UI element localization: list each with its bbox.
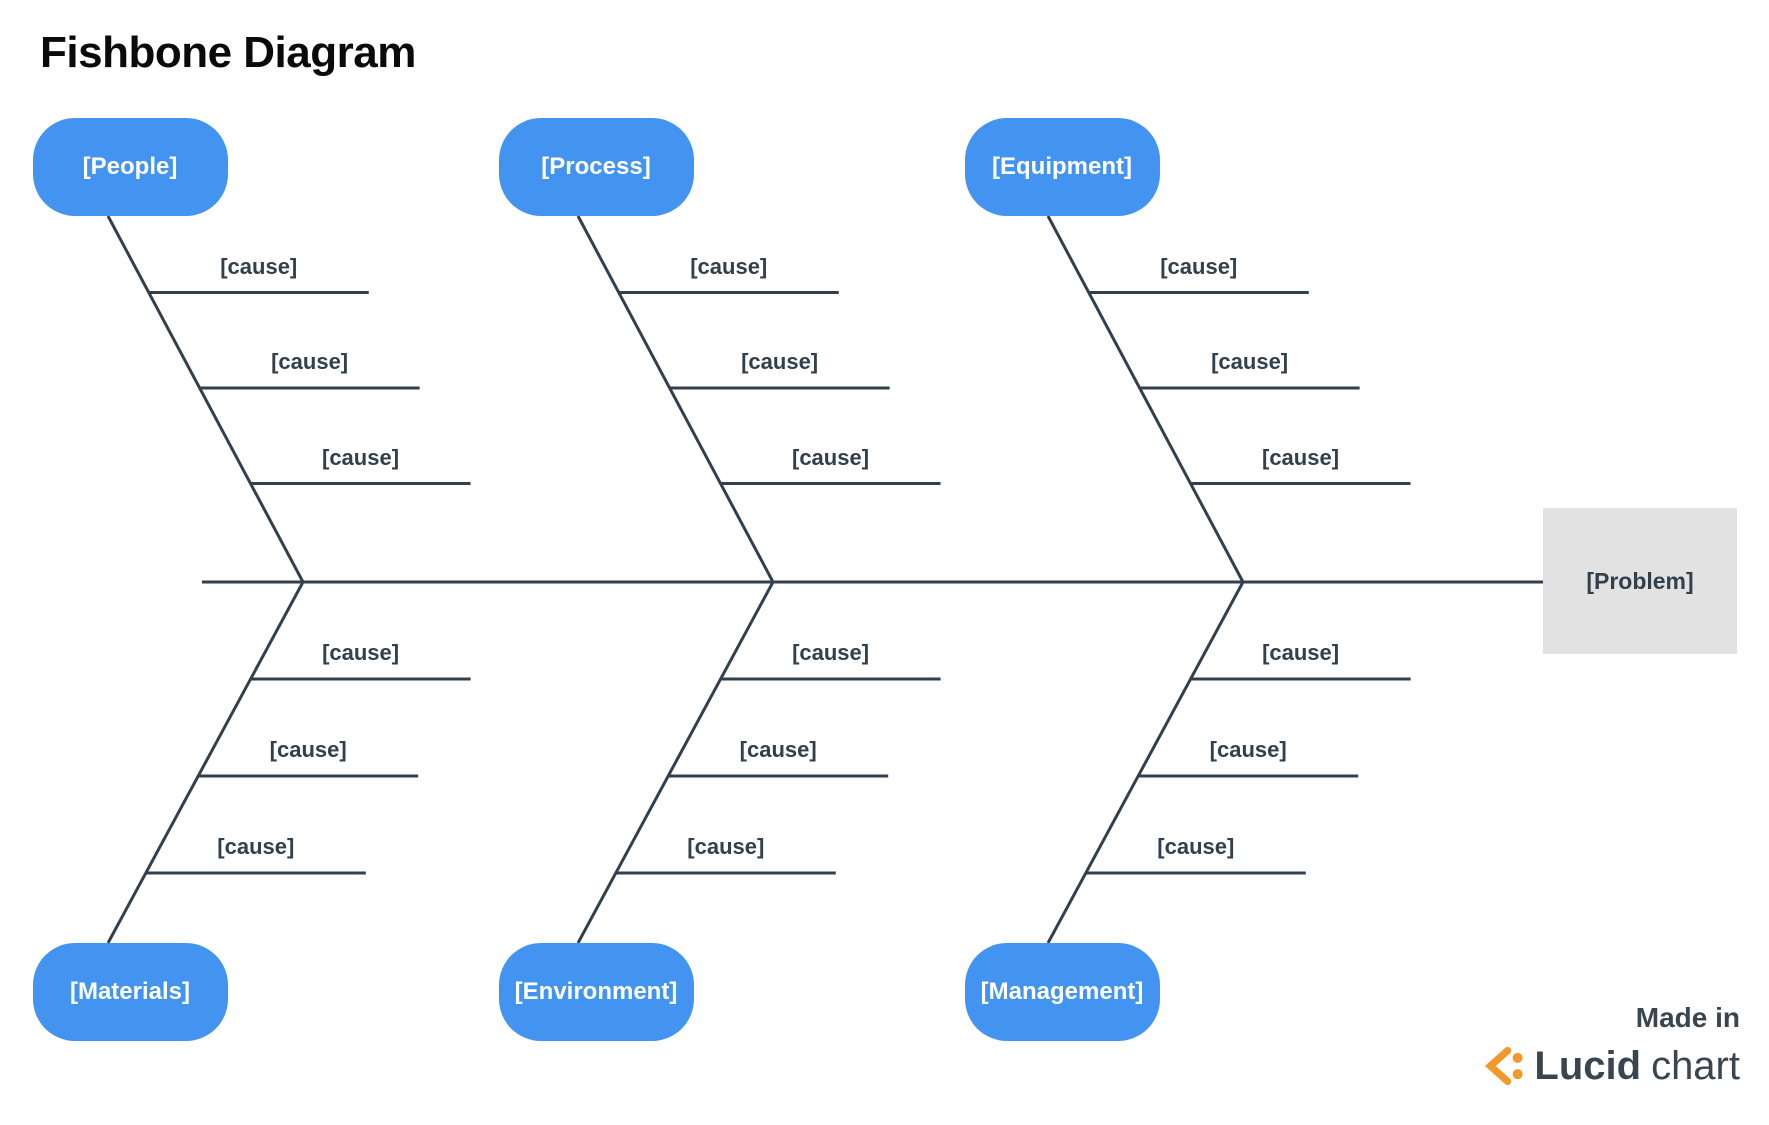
equipment-cause-label-1: [cause] — [1160, 253, 1238, 279]
lucidchart-logo-icon — [1485, 1046, 1524, 1086]
diagram-title: Fishbone Diagram — [40, 28, 416, 77]
management-cause-label-2: [cause] — [1209, 737, 1287, 762]
category-label-people: [People] — [82, 153, 178, 180]
process-bone-line — [576, 215, 775, 583]
brand-name-chart: chart — [1651, 1044, 1740, 1088]
problem-node[interactable]: [Problem] — [1543, 508, 1737, 654]
made-in-text: Made in — [1635, 1002, 1740, 1033]
category-node-materials[interactable]: [Materials] — [32, 943, 228, 1041]
category-label-environment: [Environment] — [514, 978, 678, 1005]
people-cause-label-2: [cause] — [271, 349, 349, 374]
category-node-people[interactable]: [People] — [32, 118, 228, 216]
category-node-environment[interactable]: [Environment] — [498, 943, 694, 1041]
environment-cause-label-1: [cause] — [792, 640, 870, 665]
category-node-management[interactable]: [Management] — [964, 943, 1160, 1041]
environment-cause-label-2: [cause] — [739, 737, 817, 762]
materials-bone-line — [106, 581, 305, 944]
category-node-process[interactable]: [Process] — [498, 118, 694, 216]
people-bone-line — [106, 215, 305, 583]
category-label-equipment: [Equipment] — [992, 153, 1132, 180]
people-cause-label-3: [cause] — [321, 444, 400, 470]
problem-label: [Problem] — [1586, 567, 1694, 594]
materials-cause-label-1: [cause] — [322, 640, 400, 665]
process-cause-label-1: [cause] — [690, 253, 768, 279]
management-cause-label-1: [cause] — [1262, 640, 1340, 665]
management-cause-label-3: [cause] — [1157, 834, 1235, 859]
process-cause-label-3: [cause] — [791, 444, 870, 470]
category-label-materials: [Materials] — [69, 978, 191, 1005]
environment-cause-label-3: [cause] — [687, 834, 765, 859]
category-node-equipment[interactable]: [Equipment] — [964, 118, 1160, 216]
equipment-cause-label-2: [cause] — [1211, 349, 1289, 374]
equipment-cause-label-3: [cause] — [1261, 444, 1340, 470]
category-label-management: [Management] — [980, 978, 1144, 1005]
equipment-bone-line — [1046, 215, 1245, 583]
environment-bone-line — [576, 581, 775, 944]
materials-cause-label-3: [cause] — [217, 834, 295, 859]
brand-name-lucid: Lucid — [1534, 1044, 1642, 1088]
category-label-process: [Process] — [541, 153, 651, 180]
people-cause-label-1: [cause] — [220, 253, 298, 279]
process-cause-label-2: [cause] — [741, 349, 819, 374]
materials-cause-label-2: [cause] — [269, 737, 347, 762]
management-bone-line — [1046, 581, 1245, 944]
